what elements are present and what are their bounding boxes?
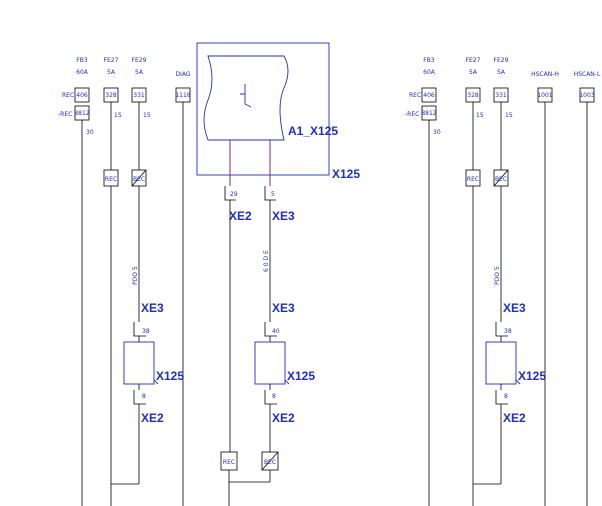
connector-bracket [133,322,146,337]
fuse-id: 406 [423,92,435,99]
component-label: X125 [156,369,184,383]
rec-label: REC [409,92,421,99]
fuse-rating: 5A [469,69,478,76]
fuse-name: FE27 [466,57,481,64]
wire-number: 15 [505,112,513,119]
fuse-name: FE29 [132,57,147,64]
pin-number: 38 [142,328,150,335]
module-a1: A1_X125 X125 29 XE2 5 XE3 6 0 D E [196,42,360,452]
pin-number: 8 [504,393,508,400]
connector-label: XE2 [141,411,164,425]
connector-bracket [133,390,146,405]
component-box [485,341,517,385]
component-box [254,341,286,385]
connector-label: XE3 [272,301,295,315]
connector-bracket [495,390,508,405]
module-inner-box [203,55,289,141]
connector-label: XE3 [503,301,526,315]
fuse-name: FE29 [494,57,509,64]
pin-number: 5 [271,191,275,198]
wire-code: PDO 5 [132,266,139,285]
relay-label: BEC [133,176,145,183]
connector-bracket [264,390,277,405]
fuse-id: 1001 [537,92,552,99]
fuse-id: 328 [467,92,479,99]
fuse-name: HSCAN-H [531,71,559,78]
component-tick [153,379,159,385]
fuse-rating: 5A [497,69,506,76]
wire-number: 15 [114,112,122,119]
fuse-name: FE27 [104,57,119,64]
right-group: FB3 60A FE27 5A FE29 5A HSCAN-H HSCAN-L … [405,57,601,506]
relay-label: BEC [495,176,507,183]
pin-number: 8 [142,393,146,400]
module-name: A1_X125 [288,124,338,138]
relay-label: REC [467,176,479,183]
fuse-id: 331 [495,92,507,99]
relay-slash [131,169,147,187]
pin-number: 40 [272,328,280,335]
fuse-rating: 60A [423,69,436,76]
wire-code: PDO 5 [494,266,501,285]
wire-number: 15 [476,112,484,119]
connector-label: XE2 [272,411,295,425]
component-label: X125 [518,369,546,383]
fuse-id: 8812 [74,110,89,117]
relay-slash [261,451,279,471]
pin-number: 29 [230,191,238,198]
wire-number: 15 [143,112,151,119]
fuse-box [421,87,437,103]
fuse-rating: 60A [76,69,89,76]
fuse-name: HSCAN-L [574,71,601,78]
module-symbol [240,84,252,108]
nrec-label: -REC [58,111,72,118]
fuse-id: 331 [133,92,145,99]
left-group: FB3 60A FE27 5A FE29 5A DIAG REC -REC 40… [58,57,191,506]
wire-number: 30 [433,129,441,136]
connector-label: XE2 [503,411,526,425]
connector-bracket [264,322,277,337]
component-tick [284,379,290,385]
fuse-rating: 5A [107,69,116,76]
fuse-name: FB3 [76,57,88,64]
fuse-id: 1003 [579,92,594,99]
fuse-rating: 5A [135,69,144,76]
connector-bracket [495,322,508,337]
wire-code: 6 0 D E [263,250,270,272]
connector-bracket [264,186,276,201]
connector-bracket [224,186,236,201]
fuse-id: 1118 [175,92,190,99]
relay-label: REC [105,176,117,183]
component-tick [515,379,521,385]
wire-number: 30 [86,129,94,136]
module-outer-box [196,42,330,176]
connector-label: XE2 [229,209,252,223]
pin-number: 8 [272,393,276,400]
component-box [123,341,155,385]
fuse-name: DIAG [175,71,190,78]
fuse-id: 406 [76,92,88,99]
fuse-box [74,87,90,103]
connector-label: XE3 [272,209,295,223]
fuse-id: 328 [105,92,117,99]
component-label: X125 [287,369,315,383]
middle-group: XE3 40 X125 8 XE2 REC BEC [220,301,315,506]
pin-number: 38 [504,328,512,335]
fuse-name: FB3 [423,57,435,64]
relay-label: REC [223,459,235,466]
fuse-id: 8812 [421,110,436,117]
connector-label: XE3 [141,301,164,315]
rec-label: REC [62,92,74,99]
nrec-label: -REC [405,111,419,118]
module-connector: X125 [332,167,360,181]
relay-slash [493,169,509,187]
relay-label: BEC [264,459,276,466]
